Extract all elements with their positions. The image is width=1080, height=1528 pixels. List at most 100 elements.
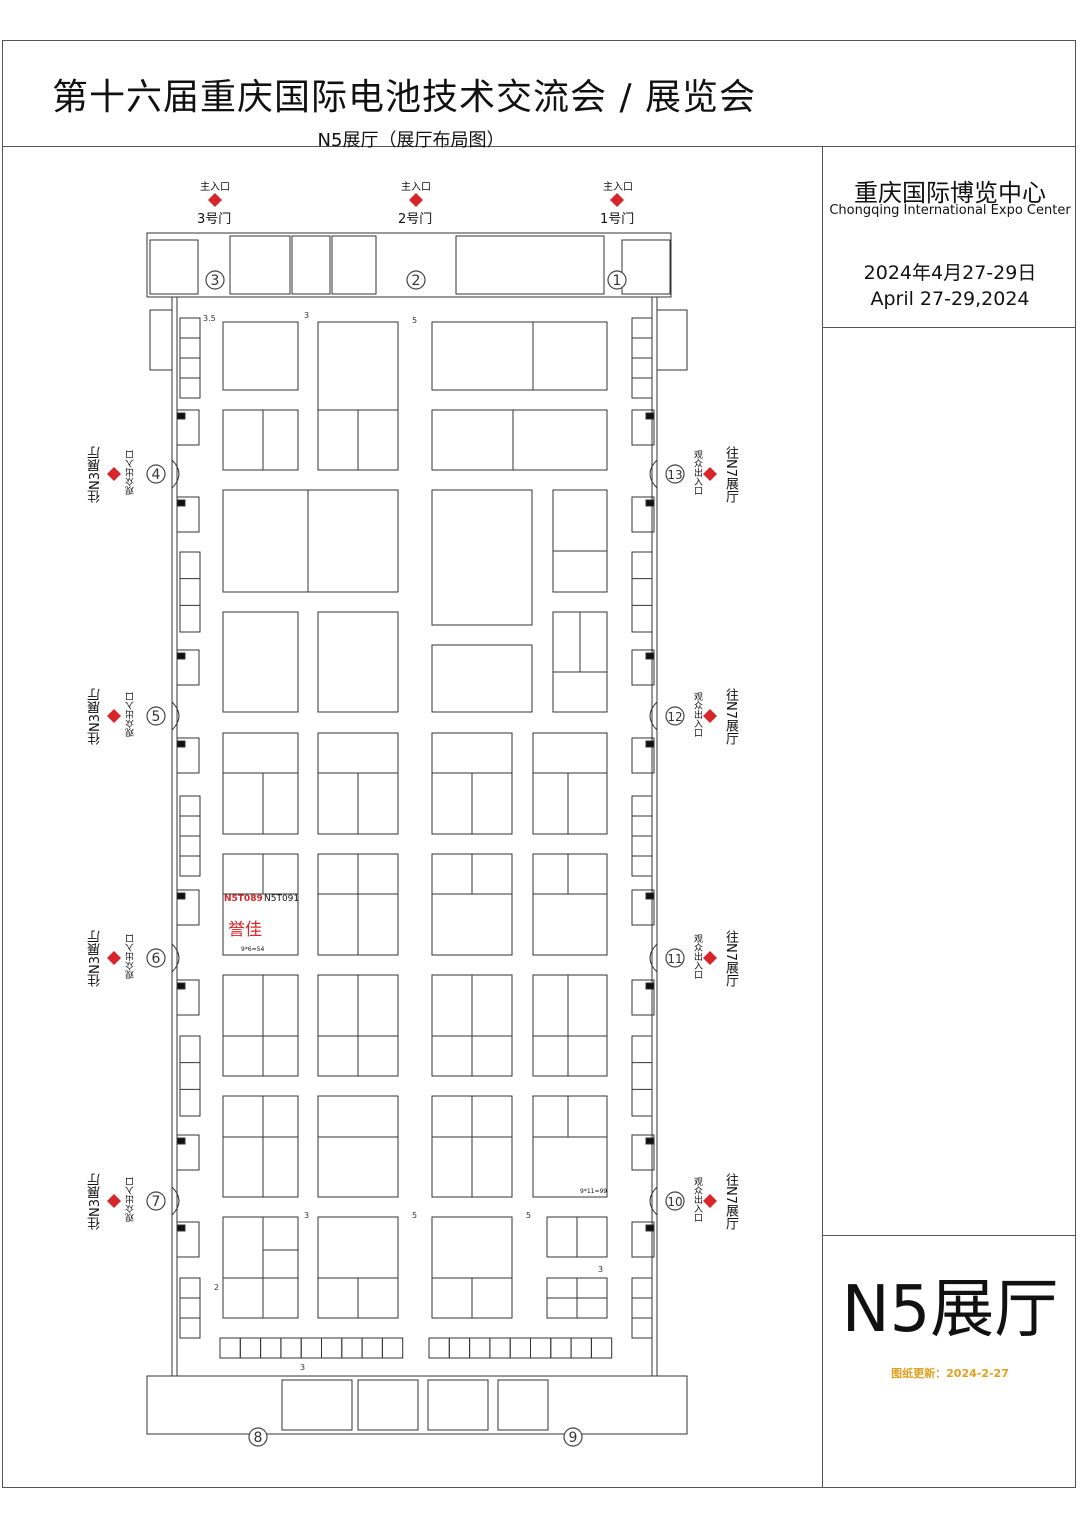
booth[interactable] [381,1337,404,1359]
booth[interactable] [590,1337,613,1359]
booth[interactable] [431,321,608,391]
door-arc [171,701,180,731]
stair-left [149,309,173,371]
booth[interactable] [428,1337,450,1359]
door-number-badge[interactable] [248,1427,268,1447]
booth-id-highlight[interactable]: N5T089 [224,894,263,904]
cabinet [645,892,655,900]
exhibitor-name[interactable]: 誉佳 [228,920,262,940]
stair-right [656,309,688,371]
door-arc [649,701,658,731]
booth[interactable] [222,611,299,713]
booth[interactable] [321,1337,343,1359]
door-arc [649,943,658,973]
booth-id-neighbor[interactable]: N5T091 [264,894,300,904]
booth[interactable] [317,321,399,411]
booth[interactable] [489,1337,511,1359]
cabinet [645,412,655,420]
door-number-badge[interactable] [146,464,166,484]
booth[interactable] [239,1337,262,1359]
door-arc [171,459,180,489]
gate2-label[interactable]: 2号门 [398,212,433,227]
aisle-width: 5 [412,1211,417,1220]
booth[interactable] [509,1337,532,1359]
booth[interactable] [222,974,299,1077]
booth[interactable] [317,611,399,713]
aisle-labels: 3.5 3 5 3 5 5 3 2 3 [203,311,603,1372]
booth[interactable] [431,409,608,471]
booth[interactable] [260,1337,282,1359]
entrance-diamond [409,193,423,207]
booth[interactable] [550,1337,572,1359]
booth-grid [222,321,608,1319]
cabinet [176,412,186,420]
booth[interactable] [222,1216,299,1319]
cabinet [645,499,655,507]
cabinet [176,499,186,507]
top-service-strip [146,232,672,298]
side-booth-strip[interactable] [631,1035,653,1117]
door-number-badge[interactable] [607,270,627,290]
booth[interactable] [222,1095,299,1198]
side-booth-strip[interactable] [631,1277,653,1339]
booth[interactable] [532,853,608,956]
door-number-badge[interactable] [205,270,225,290]
booth[interactable] [300,1337,323,1359]
booth[interactable] [530,1337,552,1359]
booth[interactable] [222,732,299,835]
booth[interactable] [431,644,533,713]
booth[interactable] [532,732,608,835]
aisle-width: 5 [526,1211,531,1220]
room-top-3 [331,235,377,295]
service-room [631,889,655,926]
door-number-badge[interactable] [146,706,166,726]
to-n7-label: 往N7展厅 [723,930,738,987]
door-number-badge[interactable] [563,1427,583,1447]
door-number-badge[interactable] [146,1191,166,1211]
door-number-badge[interactable] [665,706,685,726]
booth[interactable] [552,489,608,593]
gate1-label[interactable]: 1号门 [600,212,635,227]
to-n3-label: 往N3展厅 [88,446,103,503]
side-booth-strip[interactable] [631,551,653,633]
door-number-badge[interactable] [406,270,426,290]
door-number: 2 [412,273,421,289]
service-room [631,409,655,446]
service-room [631,979,655,1016]
booth[interactable] [222,321,299,391]
booth[interactable] [219,1337,241,1359]
booth[interactable] [222,489,399,593]
booth[interactable] [431,489,533,626]
door-number-badge[interactable] [665,948,685,968]
booth[interactable] [222,409,299,471]
booth[interactable] [532,1095,608,1198]
cabinet [645,1137,655,1145]
booth[interactable] [317,1095,399,1198]
door-number-badge[interactable] [665,1191,685,1211]
door-number-badge[interactable] [146,948,166,968]
side-booth-strip[interactable] [179,1277,201,1339]
booth[interactable] [448,1337,471,1359]
door-arc [171,943,180,973]
bottom-service-strip [146,1375,688,1435]
hall-divider [822,1235,1076,1236]
booth[interactable] [341,1337,363,1359]
side-booth-strip[interactable] [179,551,201,633]
booth[interactable] [361,1337,383,1359]
to-n3-label: 往N3展厅 [88,1173,103,1230]
cabinet [176,1224,186,1232]
booth[interactable] [222,853,299,956]
door-number-badge[interactable] [665,464,685,484]
booth[interactable] [570,1337,592,1359]
room-top-1 [229,235,291,295]
room-top-2 [291,235,331,295]
booth[interactable] [280,1337,302,1359]
info-divider [822,327,1076,328]
aisle-width: 2 [214,1283,219,1292]
aisle-width: 3 [300,1363,305,1372]
booth[interactable] [532,974,608,1077]
booth[interactable] [469,1337,491,1359]
side-booth-strip[interactable] [179,1035,201,1117]
gate3-label[interactable]: 3号门 [197,212,232,227]
